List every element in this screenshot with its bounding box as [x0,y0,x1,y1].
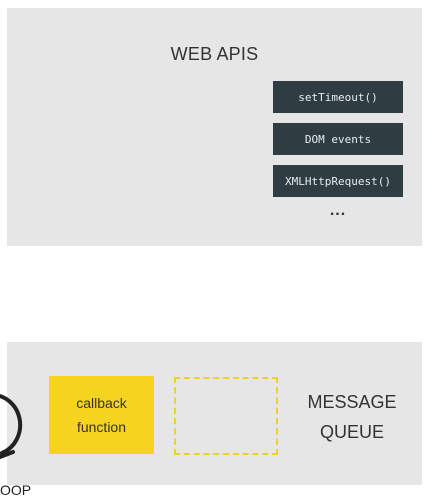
queue-label-line-2: QUEUE [319,422,384,442]
web-apis-panel: WEB APIS setTimeout() DOM events XMLHttp… [7,8,422,246]
message-queue-panel: callback function MESSAGE QUEUE [7,342,422,485]
empty-queue-slot [174,377,278,455]
api-settimeout: setTimeout() [273,81,403,113]
event-loop-label: OOP [0,482,32,498]
web-apis-title: WEB APIS [170,44,259,64]
api-xmlhttprequest: XMLHttpRequest() [273,165,403,197]
callback-function-box: callback function [49,376,154,454]
api-dom-events: DOM events [273,123,403,155]
callback-line-2: function [76,419,127,435]
queue-label-line-1: MESSAGE [307,392,397,412]
callback-line-1: callback [76,395,127,411]
api-more-ellipsis: ... [329,202,347,219]
circular-arrow-icon [0,394,23,459]
message-queue-label: MESSAGE QUEUE [297,387,407,447]
